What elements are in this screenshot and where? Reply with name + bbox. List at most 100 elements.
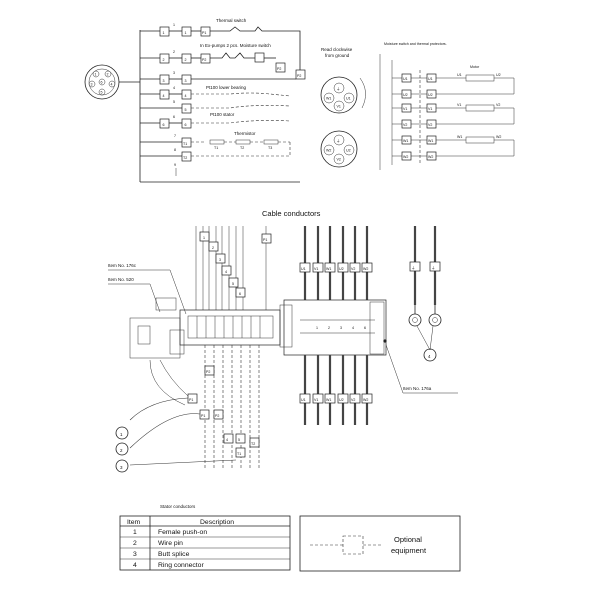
svg-text:1: 1	[133, 529, 137, 536]
svg-text:1: 1	[316, 326, 318, 330]
svg-text:P2: P2	[206, 370, 210, 374]
pt100-lower-label: Pt100 lower bearing	[206, 85, 247, 90]
svg-text:1: 1	[163, 31, 165, 35]
svg-text:1: 1	[185, 31, 187, 35]
svg-text:Read clockwise: Read clockwise	[321, 47, 353, 52]
svg-text:Female push-on: Female push-on	[158, 529, 207, 536]
callouts-left: 1 2 3	[115, 426, 129, 473]
svg-text:5: 5	[101, 91, 103, 95]
read-clockwise-label: Read clockwise from ground	[321, 47, 353, 58]
svg-text:4: 4	[111, 83, 113, 87]
svg-text:T2: T2	[240, 146, 244, 150]
svg-text:1: 1	[120, 432, 123, 437]
svg-text:U2: U2	[428, 93, 433, 97]
cable-conductors-title: Cable conductors	[262, 209, 321, 218]
svg-text:⏚: ⏚	[337, 138, 341, 143]
svg-text:P1: P1	[263, 238, 267, 242]
svg-text:3: 3	[340, 326, 342, 330]
svg-text:2: 2	[173, 50, 175, 54]
svg-text:T3: T3	[268, 146, 272, 150]
item-176c-label: Item No. 176c	[108, 263, 137, 268]
svg-text:V1: V1	[403, 107, 407, 111]
svg-text:2: 2	[133, 540, 137, 547]
svg-text:1: 1	[95, 73, 97, 77]
svg-text:V2: V2	[337, 158, 341, 162]
svg-text:V1: V1	[314, 267, 318, 271]
svg-text:V2: V2	[496, 103, 500, 107]
svg-text:T1: T1	[214, 146, 218, 150]
svg-text:Ring connector: Ring connector	[158, 562, 204, 569]
svg-text:P1: P1	[201, 414, 205, 418]
svg-text:2: 2	[212, 246, 214, 250]
svg-text:U1: U1	[403, 77, 408, 81]
svg-text:2: 2	[107, 73, 109, 77]
moisture-thermal-label: Moisture switch and thermal protectors.	[384, 42, 447, 46]
stator-table: Item Description 1 Female push-on 2 Wire…	[119, 515, 291, 571]
svg-text:5: 5	[232, 282, 234, 286]
cables-left: 1 2 3 4 5 6 P1	[195, 226, 272, 318]
svg-text:6: 6	[101, 81, 103, 85]
svg-text:⏚: ⏚	[432, 265, 436, 270]
terminal-column: 1 1 P1 1 2 2 P2 P2 2 P2 3 3 3	[140, 23, 306, 176]
svg-text:3: 3	[163, 79, 165, 83]
svg-text:T2: T2	[183, 156, 187, 160]
svg-text:W2: W2	[326, 149, 331, 153]
svg-text:4: 4	[133, 562, 137, 569]
round-connector-top: ⏚ W1 U1 V1	[320, 76, 366, 114]
table-header-description: Description	[200, 519, 234, 526]
svg-text:4: 4	[428, 354, 431, 359]
svg-text:3: 3	[219, 258, 221, 262]
pt100-stator-label: Pt100 stator	[210, 112, 235, 117]
svg-text:6: 6	[185, 123, 187, 127]
svg-text:V2: V2	[403, 123, 407, 127]
svg-text:2: 2	[163, 58, 165, 62]
svg-text:V1: V1	[337, 105, 341, 109]
svg-text:Butt splice: Butt splice	[158, 551, 190, 558]
svg-text:W1: W1	[403, 139, 408, 143]
svg-text:U1: U1	[301, 267, 306, 271]
table-header-item: Item	[127, 519, 141, 526]
svg-text:4: 4	[173, 86, 175, 90]
svg-text:V1: V1	[428, 107, 432, 111]
svg-text:4: 4	[185, 94, 187, 98]
terminal-block-left	[129, 297, 281, 359]
svg-text:P2: P2	[215, 414, 219, 418]
svg-text:6: 6	[239, 292, 241, 296]
connector-plug: 1 2 3 4 5 6	[84, 64, 120, 100]
ring-connectors: ⏚ ⏚ 4	[408, 226, 442, 362]
svg-text:6: 6	[163, 123, 165, 127]
table-row: 2 Wire pin	[133, 540, 183, 547]
svg-text:U2: U2	[403, 93, 408, 97]
svg-text:V2: V2	[351, 398, 355, 402]
schematic-labels: Thermal switch In Ex-pumps 2 pcs. Moistu…	[200, 18, 272, 150]
table-row: 4 Ring connector	[133, 562, 204, 569]
svg-text:P2: P2	[277, 67, 281, 71]
thermal-switch-label: Thermal switch	[216, 18, 247, 23]
svg-text:W1: W1	[326, 267, 331, 271]
optional-label-line2: equipment	[391, 546, 427, 555]
svg-text:W1: W1	[428, 139, 433, 143]
svg-text:P2: P2	[297, 74, 301, 78]
svg-text:V1: V1	[314, 398, 318, 402]
svg-text:3: 3	[173, 71, 175, 75]
svg-text:5: 5	[185, 108, 187, 112]
svg-text:2: 2	[328, 326, 330, 330]
svg-text:4: 4	[163, 94, 165, 98]
lower-wires: P2 P1 P1 P2 4 5 T2 T1	[129, 345, 260, 470]
svg-text:7: 7	[174, 134, 176, 138]
svg-text:U2: U2	[346, 149, 351, 153]
item-labels: Item No. 176c Item No. 520 Item No. 176a	[108, 263, 458, 394]
optional-equipment-legend: Optional equipment	[299, 515, 461, 572]
cables-right: U1 V1 W1 U2 V2 W2 1 2 3 4 6 U1 V1 W1 U2 …	[279, 226, 387, 425]
ex-pumps-label: In Ex-pumps 2 pcs. Moisture switch	[200, 43, 271, 48]
svg-text:from ground: from ground	[325, 53, 350, 58]
svg-text:V2: V2	[351, 267, 355, 271]
svg-text:6: 6	[173, 115, 175, 119]
stator-table-title: Stator conductors	[160, 504, 196, 509]
svg-text:U1: U1	[301, 398, 306, 402]
item-176a-label: Item No. 176a	[403, 386, 432, 391]
svg-text:U1: U1	[346, 97, 351, 101]
svg-text:3: 3	[120, 465, 123, 470]
svg-text:1: 1	[203, 236, 205, 240]
